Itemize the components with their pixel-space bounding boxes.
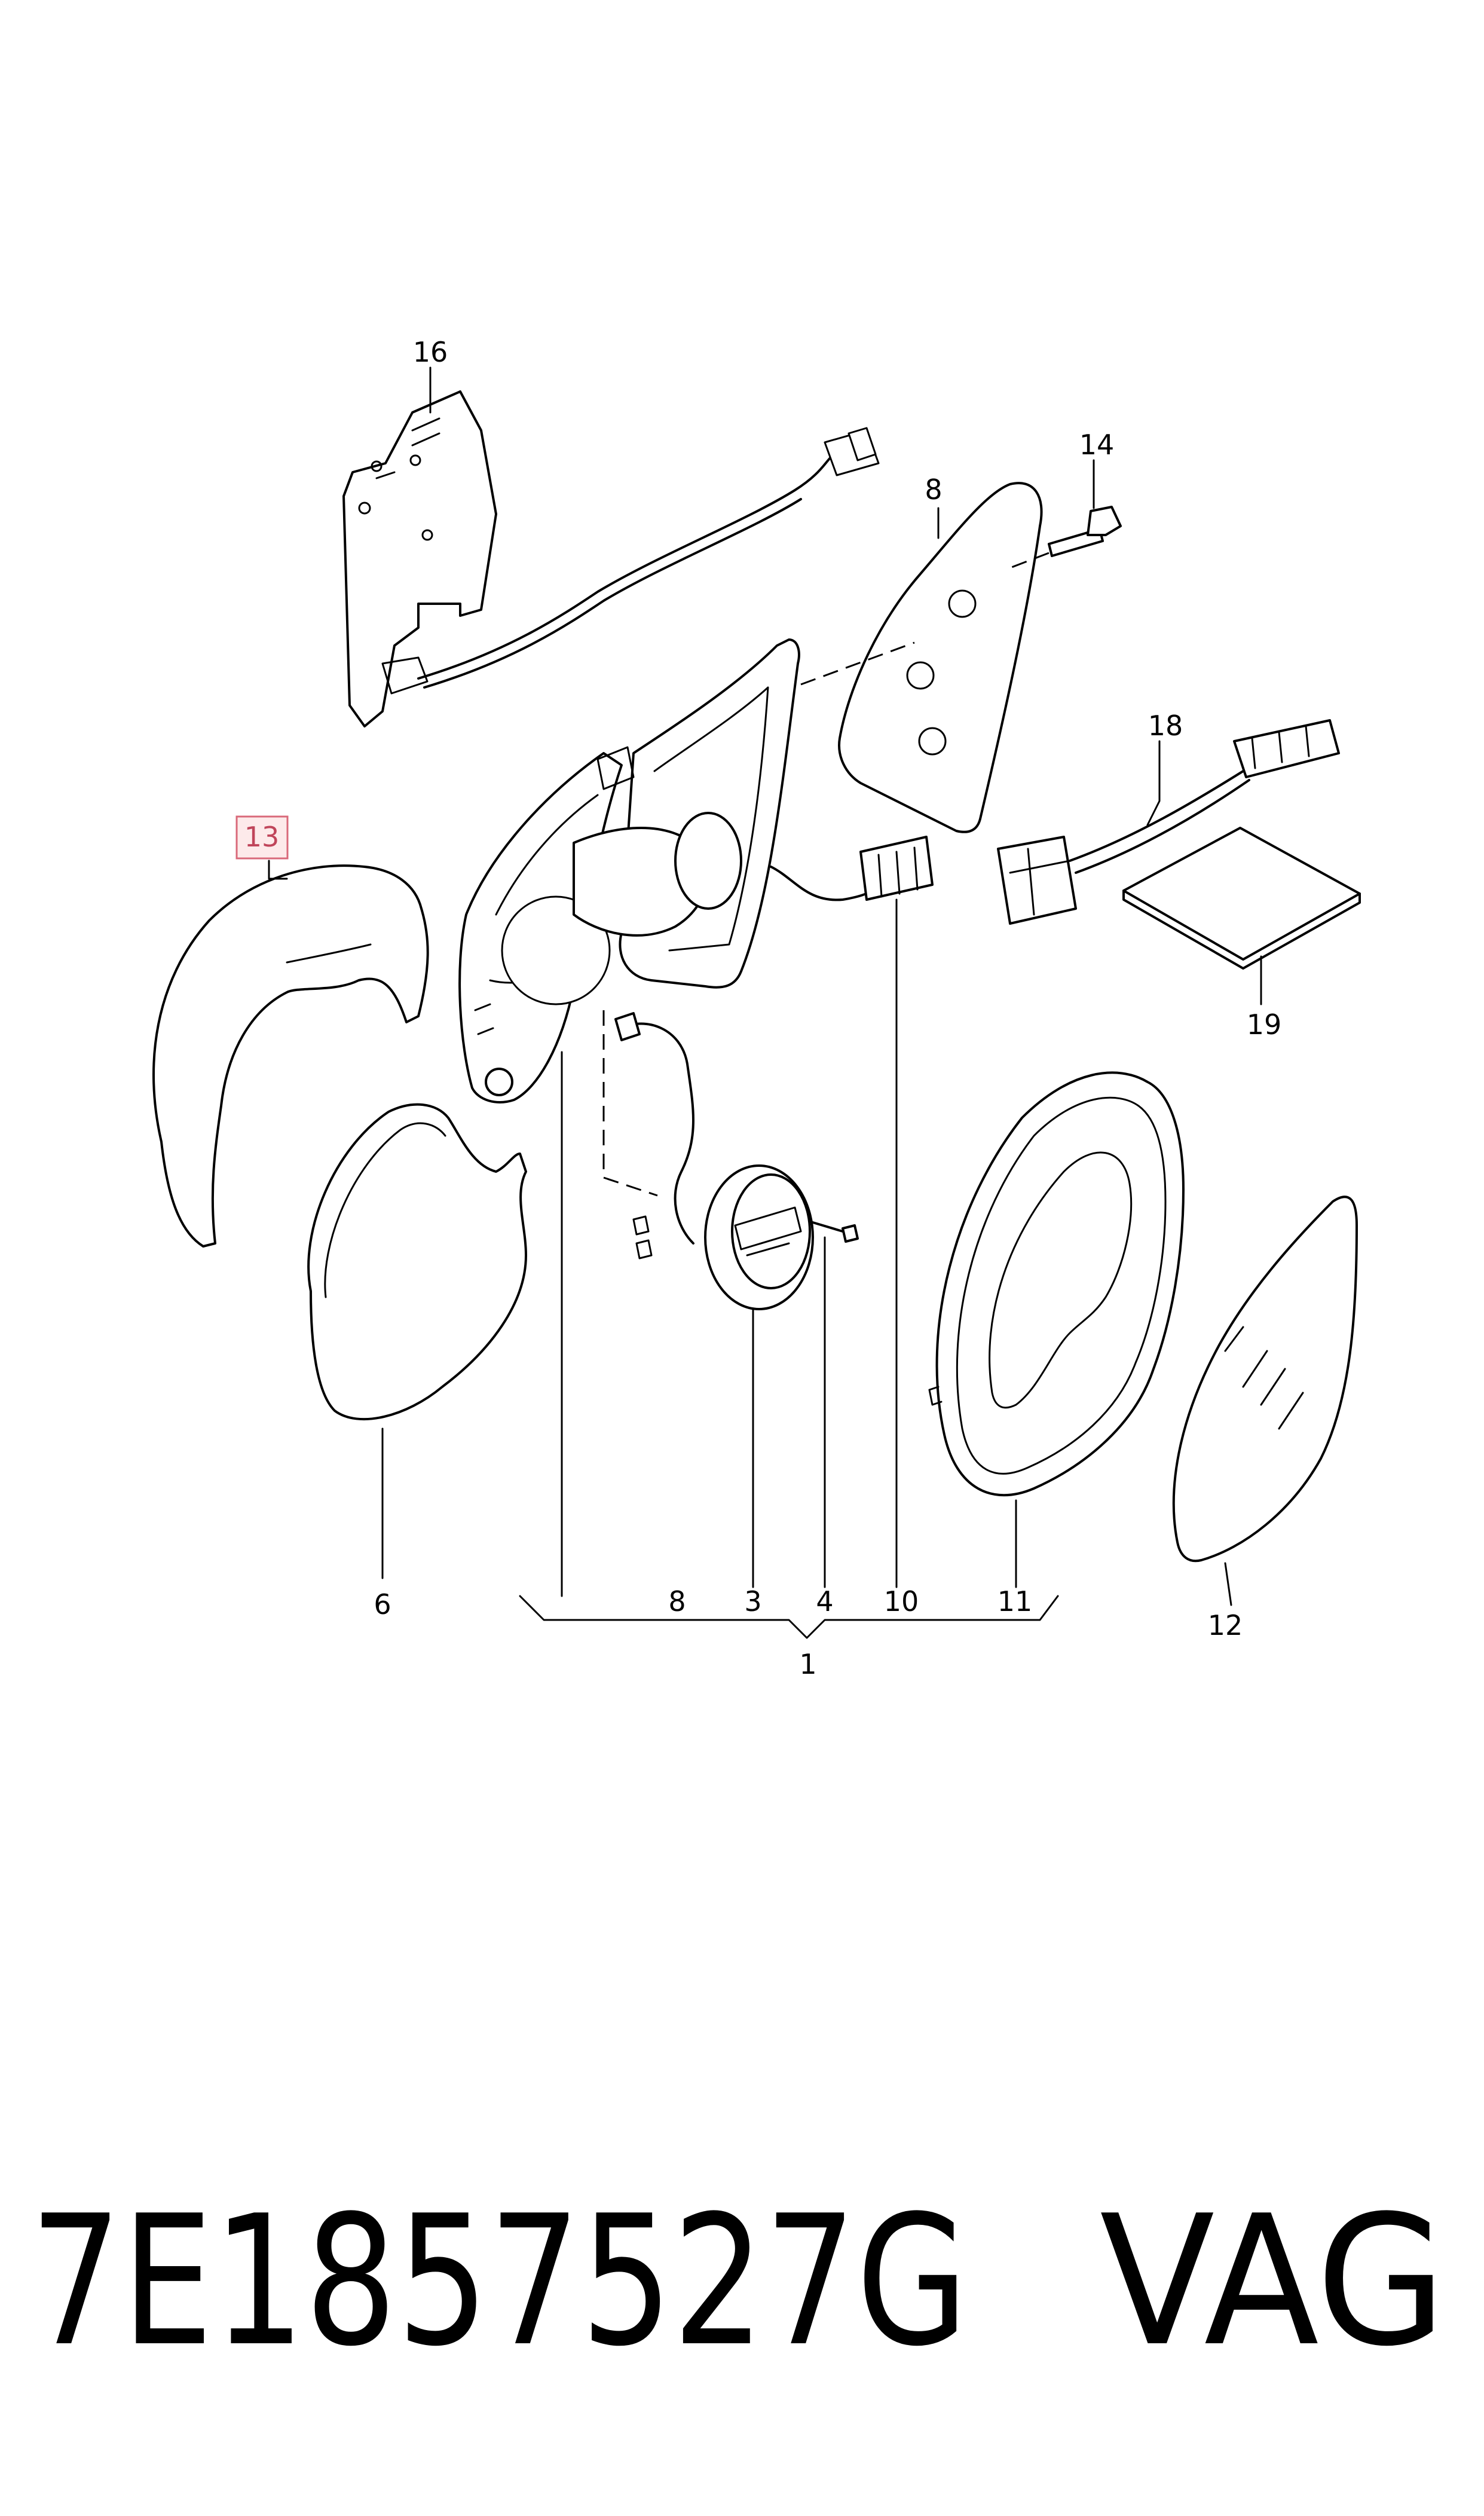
callout-16: 16 [413, 336, 448, 368]
motor-wire [620, 1022, 694, 1245]
callout-8-top: 8 [925, 473, 942, 506]
part-18-connector-cable [997, 719, 1340, 925]
callout-14: 14 [1079, 429, 1115, 461]
part-6-trim-frame [307, 1103, 527, 1421]
callout-13-highlight [235, 815, 289, 860]
callout-18: 18 [1148, 710, 1183, 742]
part-1-mirror-housing-carrier [458, 638, 874, 1103]
callout-10: 10 [884, 1585, 919, 1618]
assembly-bracket [519, 1595, 1059, 1639]
brand: VAG [1100, 2177, 1446, 2386]
callout-19: 19 [1247, 1008, 1282, 1041]
part-11-mirror-frame [928, 1071, 1185, 1497]
callout-12: 12 [1208, 1609, 1243, 1641]
part-4-screw [812, 1221, 859, 1243]
wire-plug [614, 1012, 641, 1041]
callout-11: 11 [998, 1585, 1033, 1618]
callout-1: 1 [799, 1648, 816, 1680]
part-13-mirror-cap [152, 864, 429, 1248]
part-3-adjustment-motor [632, 1164, 814, 1310]
assembly-line-motor [602, 1010, 658, 1197]
callout-3: 3 [744, 1585, 761, 1618]
part-19-pad [1122, 827, 1361, 970]
callout-13: 13 [244, 821, 280, 853]
part-8-heating-element [838, 482, 1043, 833]
callout-6: 6 [374, 1588, 391, 1621]
callout-4: 4 [816, 1585, 833, 1618]
part-12-mirror-glass [1172, 1196, 1358, 1563]
part-10-connector [859, 836, 934, 901]
callout-8-bottom: 8 [668, 1585, 686, 1618]
assembly-line-top [800, 641, 915, 686]
part-16-wiring-bracket [342, 390, 880, 727]
part-14-bolt [1009, 506, 1122, 569]
part-number: 7E1857527G [30, 2177, 968, 2386]
leader-lines [268, 366, 1262, 1606]
